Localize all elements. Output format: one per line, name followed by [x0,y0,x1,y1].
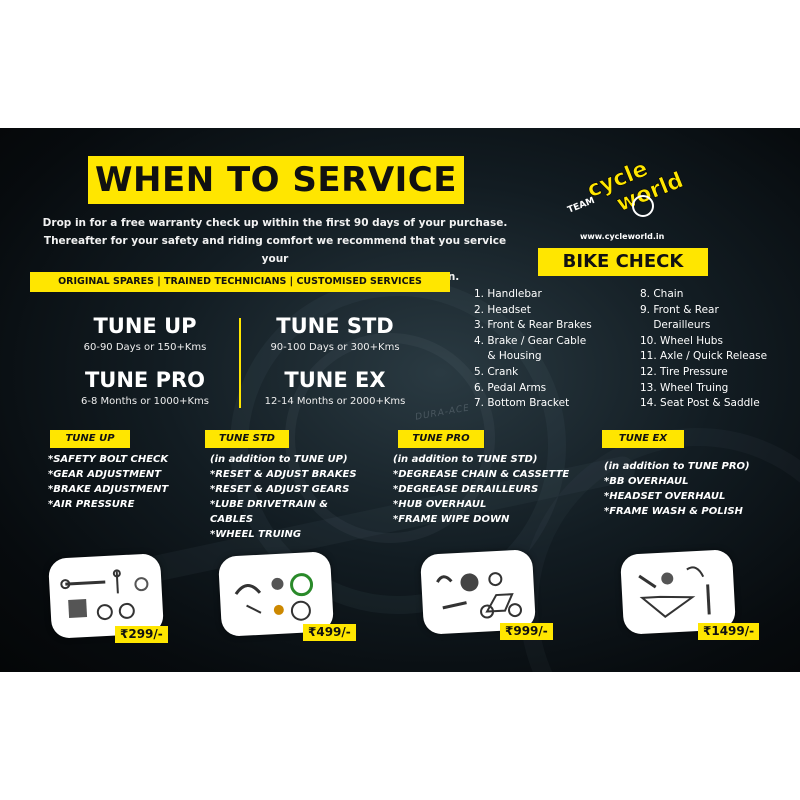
package-item: *BB OVERHAUL [604,476,689,487]
package-list-tune-pro: (in addition to TUNE STD) *DEGREASE CHAI… [393,452,593,527]
bike-check-item: 2. Headset [474,303,531,316]
bike-check-item: & Housing [474,350,542,363]
package-item: *SAFETY BOLT CHECK [48,454,169,465]
package-note: (in addition to TUNE PRO) [604,461,750,472]
tools-icon [60,569,149,621]
bike-check-item: 7. Bottom Bracket [474,397,570,410]
package-item: *LUBE DRIVETRAIN & [210,499,328,510]
bike-check-item: 13. Wheel Truing [640,381,729,394]
tier-tune-up-name: TUNE UP [93,314,197,338]
cycleworld-logo: TEAM cycle world [566,156,687,217]
chainring-graphic [285,333,495,543]
package-note: (in addition to TUNE STD) [393,454,538,465]
package-item: *BRAKE ADJUSTMENT [48,484,169,495]
package-note: (in addition to TUNE UP) [210,454,348,465]
tier-tune-pro-interval: 6-8 Months or 1000+Kms [81,396,209,407]
package-tag-tune-ex: TUNE EX [602,430,684,448]
tier-divider [239,318,241,408]
tune-std-parts-card [217,551,335,637]
brake-parts-icon [234,573,314,621]
drivetrain-icon [436,572,522,619]
bike-check-item: Derailleurs [640,319,711,332]
tune-ex-price: ₹1499/- [698,623,760,640]
bike-check-item: 14. Seat Post & Saddle [640,397,760,410]
website-url[interactable]: www.cycleworld.in [580,232,665,241]
features-banner: ORIGINAL SPARES | TRAINED TECHNICIANS | … [30,272,450,292]
bike-check-list-right: 8. Chain 9. Front & Rear Derailleurs 10.… [640,287,800,412]
bike-check-item: 12. Tire Pressure [640,365,728,378]
package-item: *HEADSET OVERHAUL [604,491,726,502]
package-item: CABLES [210,514,254,525]
bike-check-item: 8. Chain [640,288,684,300]
bike-check-item: 10. Wheel Hubs [640,334,723,347]
package-item: *DEGREASE DERAILLEURS [393,484,539,495]
intro-line: Drop in for a free warranty check up wit… [42,217,508,229]
logo-wheel-icon [632,195,654,217]
tier-tune-std-interval: 90-100 Days or 300+Kms [270,342,400,353]
service-poster: DURA-ACE WHEN TO SERVICE Drop in for a f… [0,128,800,672]
package-item: *WHEEL TRUING [210,529,302,540]
tier-tune-ex-interval: 12-14 Months or 2000+Kms [264,396,406,407]
bike-check-item: 11. Axle / Quick Release [640,350,768,363]
package-item: *RESET & ADJUST BRAKES [210,469,357,480]
bike-check-item: 6. Pedal Arms [474,381,547,394]
package-list-tune-ex: (in addition to TUNE PRO) *BB OVERHAUL *… [604,459,794,519]
package-item: *RESET & ADJUST GEARS [210,484,350,495]
bike-check-item: 1. Handlebar [474,288,542,300]
package-tag-tune-std: TUNE STD [205,430,289,448]
package-list-tune-up: *SAFETY BOLT CHECK *GEAR ADJUSTMENT *BRA… [48,452,218,512]
bike-check-item: 5. Crank [474,365,519,378]
bike-check-item: 4. Brake / Gear Cable [474,334,587,347]
tune-ex-parts-card [619,549,737,635]
package-tag-tune-up: TUNE UP [50,430,130,448]
tier-tune-std-name: TUNE STD [276,314,394,338]
tune-up-price: ₹299/- [115,626,168,643]
tune-std-price: ₹499/- [303,624,356,641]
package-tag-tune-pro: TUNE PRO [398,430,484,448]
bike-check-list-left: 1. Handlebar 2. Headset 3. Front & Rear … [474,287,634,412]
package-item: *FRAME WIPE DOWN [393,514,510,525]
tune-pro-price: ₹999/- [500,623,553,640]
tune-up-parts-card [47,553,165,639]
tune-pro-parts-card [419,549,537,635]
tier-tune-up-interval: 60-90 Days or 150+Kms [83,342,207,353]
frame-icon [638,566,711,618]
tier-tune-pro-name: TUNE PRO [84,368,206,392]
page-title-banner: WHEN TO SERVICE [88,156,464,204]
package-list-tune-std: (in addition to TUNE UP) *RESET & ADJUST… [210,452,390,542]
package-item: *AIR PRESSURE [48,499,135,510]
package-item: *HUB OVERHAUL [393,499,487,510]
package-item: *FRAME WASH & POLISH [604,506,743,517]
package-item: *DEGREASE CHAIN & CASSETTE [393,469,570,480]
intro-line: Thereafter for your safety and riding co… [43,235,507,265]
bike-check-item: 9. Front & Rear [640,303,719,316]
bike-check-item: 3. Front & Rear Brakes [474,319,592,332]
tier-tune-ex-name: TUNE EX [284,368,386,392]
bike-check-title: BIKE CHECK [538,248,708,276]
page-title: WHEN TO SERVICE [95,160,457,200]
package-item: *GEAR ADJUSTMENT [48,469,162,480]
